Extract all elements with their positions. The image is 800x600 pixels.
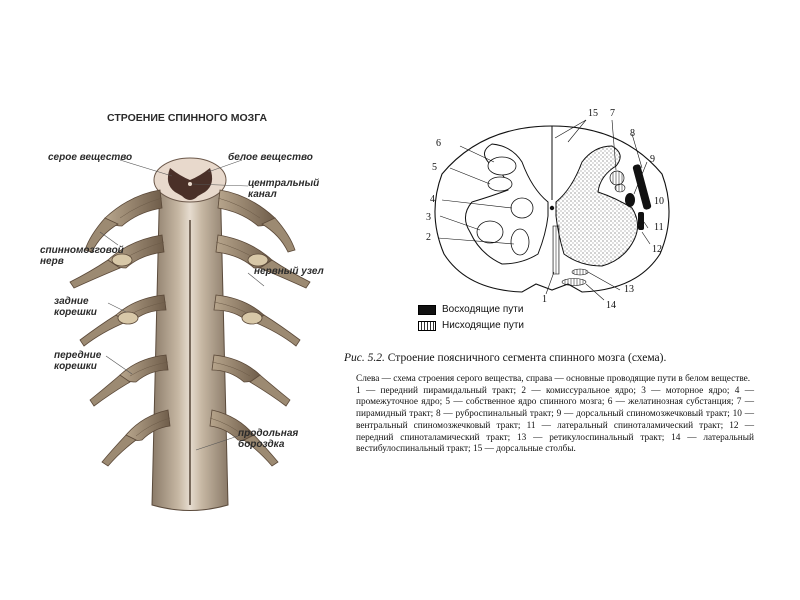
label-num-11: 11 xyxy=(654,222,664,233)
figure-caption-body: Слева — схема строения серого вещества, … xyxy=(356,374,754,456)
caption-paragraph-1: Слева — схема строения серого вещества, … xyxy=(356,374,754,386)
label-num-3: 3 xyxy=(426,212,431,223)
lumbar-cross-section xyxy=(342,104,760,314)
label-central-canal-text: центральный канал xyxy=(248,178,319,200)
legend-ascending-text: Восходящие пути xyxy=(442,304,523,315)
legend-descending-swatch xyxy=(418,321,436,331)
label-anterior-roots: передние корешки xyxy=(54,350,110,372)
label-num-7: 7 xyxy=(610,108,615,119)
label-nerve-ganglion: нервный узел xyxy=(254,266,324,277)
label-white-matter: белое вещество xyxy=(228,152,313,163)
label-num-9: 9 xyxy=(650,154,655,165)
label-num-1: 1 xyxy=(542,294,547,305)
label-anterior-roots-text: передние корешки xyxy=(54,350,101,372)
label-num-6: 6 xyxy=(436,138,441,149)
lumbar-segment-scheme: 15 6 7 8 5 9 4 10 3 11 2 12 13 1 14 Восх… xyxy=(342,104,760,506)
label-spinal-nerve: спинномозговой нерв xyxy=(40,245,118,267)
figure-caption-title: Рис. 5.2. Строение поясничного сегмента … xyxy=(344,352,754,364)
label-num-10: 10 xyxy=(654,196,664,207)
label-num-13: 13 xyxy=(624,284,634,295)
label-posterior-roots-text: задние корешки xyxy=(54,296,97,318)
label-num-14: 14 xyxy=(606,300,616,311)
legend-descending-text: Нисходящие пути xyxy=(442,320,524,331)
label-num-12: 12 xyxy=(652,244,662,255)
left-title: СТРОЕНИЕ СПИННОГО МОЗГА xyxy=(107,113,267,124)
legend-ascending: Восходящие пути xyxy=(418,304,523,315)
label-posterior-roots: задние корешки xyxy=(54,296,104,318)
label-longitudinal-groove: продольная бороздка xyxy=(238,428,302,450)
label-central-canal: центральный канал xyxy=(248,178,318,200)
caption-paragraph-2: 1 — передний пирамидальный тракт; 2 — ко… xyxy=(356,386,754,456)
legend-ascending-swatch xyxy=(418,305,436,315)
label-num-2: 2 xyxy=(426,232,431,243)
label-longitudinal-groove-text: продольная бороздка xyxy=(238,428,298,450)
caption-title-text: Строение поясничного сегмента спинного м… xyxy=(388,352,667,364)
label-num-4: 4 xyxy=(430,194,435,205)
spinal-cord-illustration: СТРОЕНИЕ СПИННОГО МОЗГА серое вещество б… xyxy=(30,100,350,520)
legend-descending: Нисходящие пути xyxy=(418,320,524,331)
caption-prefix: Рис. 5.2. xyxy=(344,352,385,364)
label-spinal-nerve-text: спинномозговой нерв xyxy=(40,245,124,267)
label-gray-matter: серое вещество xyxy=(48,152,132,163)
label-num-8: 8 xyxy=(630,128,635,139)
label-num-15: 15 xyxy=(588,108,598,119)
label-num-5: 5 xyxy=(432,162,437,173)
